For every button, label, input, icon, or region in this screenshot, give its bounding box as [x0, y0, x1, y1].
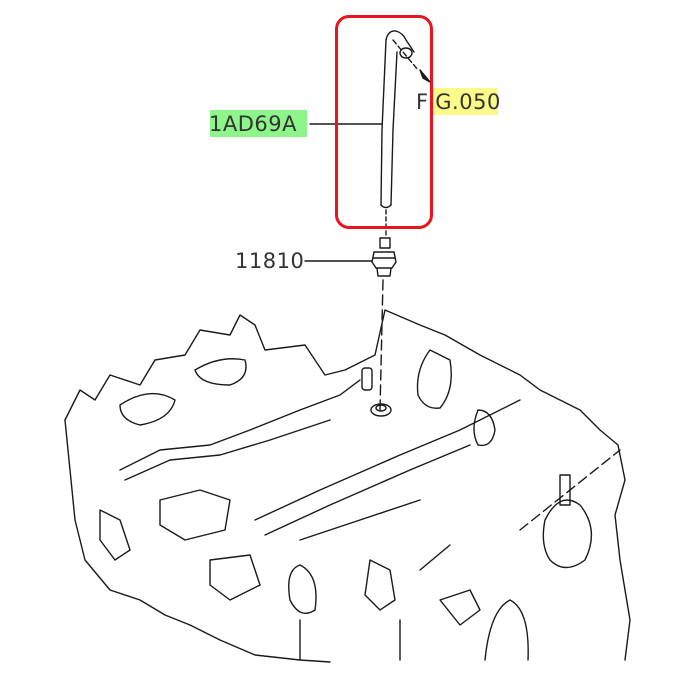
hose-part-number: 1AD69A	[209, 111, 297, 137]
green-highlight	[210, 110, 307, 137]
yellow-highlight	[433, 88, 498, 115]
hose-part-number-text: 1AD69A	[209, 112, 297, 136]
fitting-part-number-text: 11810	[235, 249, 305, 273]
figure-reference-prefix: F	[416, 90, 429, 114]
figure-reference-highlighted: IG.05	[428, 90, 487, 114]
engine-block-icon	[64, 309, 631, 663]
fitting-icon	[371, 237, 397, 277]
breather-hose-icon	[380, 30, 431, 209]
fitting-part-number: 11810	[235, 248, 304, 274]
figure-reference[interactable]: FIG.050	[416, 89, 501, 115]
hose-annotation-box	[335, 15, 433, 229]
figure-reference-suffix: 0	[486, 90, 501, 114]
